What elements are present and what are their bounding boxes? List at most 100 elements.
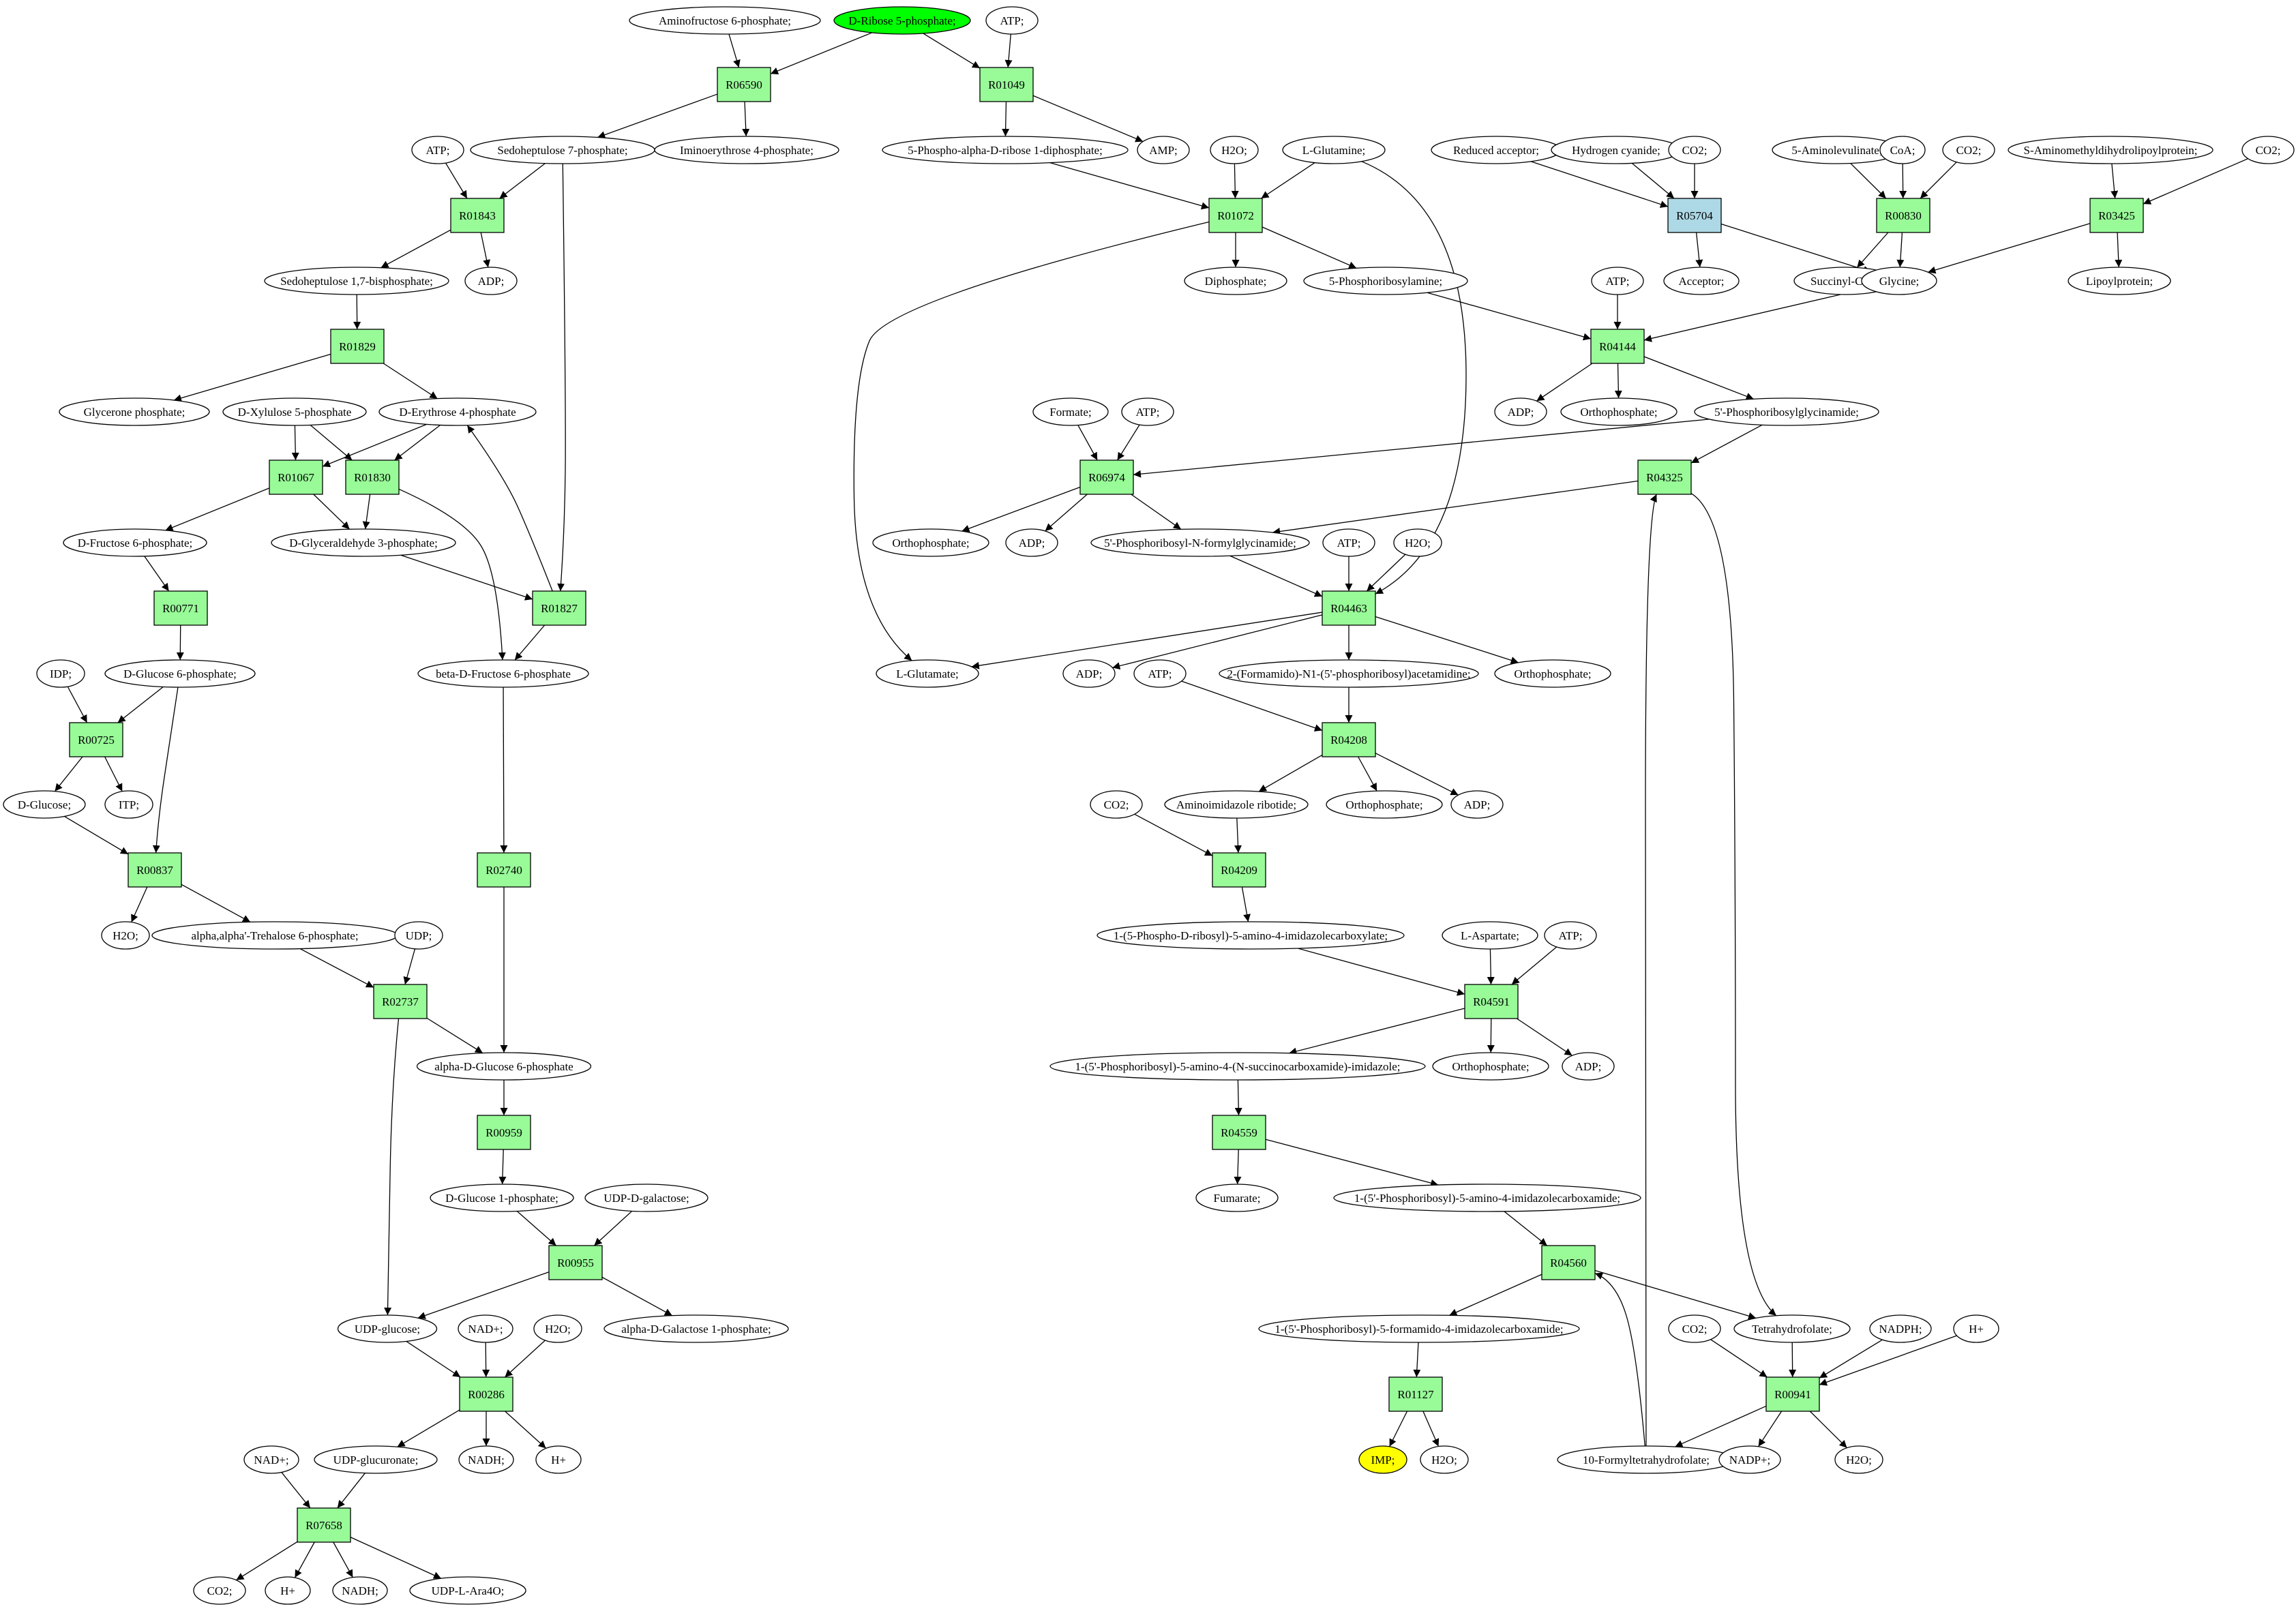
compound-lipoylprotein[interactable]: Lipoylprotein;: [2068, 267, 2171, 295]
reaction-r02737[interactable]: R02737: [373, 984, 428, 1019]
compound-orthophosphate_d[interactable]: Orthophosphate;: [1326, 790, 1443, 819]
compound-hplus_c[interactable]: H+: [1953, 1314, 1999, 1343]
compound-betadfructose6p[interactable]: beta-D-Fructose 6-phosphate: [417, 659, 589, 688]
compound-co2_e[interactable]: CO2;: [1090, 790, 1143, 819]
reaction-r04559[interactable]: R04559: [1212, 1115, 1266, 1150]
reaction-r01127[interactable]: R01127: [1388, 1376, 1443, 1412]
compound-h2o_c[interactable]: H2O;: [1210, 136, 1259, 164]
compound-reducedacceptor[interactable]: Reduced acceptor;: [1431, 136, 1562, 164]
reaction-r01072[interactable]: R01072: [1208, 198, 1263, 233]
compound-atp_g[interactable]: ATP;: [1544, 921, 1597, 950]
compound-co2_b[interactable]: CO2;: [1668, 136, 1721, 164]
compound-phosphoribosylamine[interactable]: 5-Phosphoribosylamine;: [1303, 267, 1468, 295]
compound-lglutamine[interactable]: L-Glutamine;: [1282, 136, 1386, 164]
compound-udp[interactable]: UDP;: [394, 921, 443, 950]
compound-cair[interactable]: 1-(5-Phospho-D-ribosyl)-5-amino-4-imidaz…: [1097, 921, 1405, 950]
compound-dfructose6p[interactable]: D-Fructose 6-phosphate;: [63, 528, 207, 557]
compound-hplus_b[interactable]: H+: [265, 1576, 311, 1605]
compound-atp_d[interactable]: ATP;: [1121, 397, 1174, 426]
compound-co2_d[interactable]: CO2;: [2241, 136, 2295, 164]
compound-aminomethyldihydrolipoylprotein[interactable]: S-Aminomethyldihydrolipoylprotein;: [2008, 136, 2213, 164]
compound-derythrose4p[interactable]: D-Erythrose 4-phosphate: [378, 397, 537, 426]
reaction-r01067[interactable]: R01067: [269, 460, 323, 495]
reaction-r06974[interactable]: R06974: [1079, 460, 1134, 495]
reaction-r04144[interactable]: R04144: [1590, 329, 1645, 364]
compound-aminofructose6p[interactable]: Aminofructose 6-phosphate;: [629, 6, 821, 35]
reaction-r01049[interactable]: R01049: [979, 67, 1034, 102]
compound-dribose5p[interactable]: D-Ribose 5-phosphate;: [833, 6, 971, 35]
compound-h2o_e[interactable]: H2O;: [1420, 1445, 1469, 1474]
compound-gar[interactable]: 5'-Phosphoribosylglycinamide;: [1694, 397, 1879, 426]
compound-hydrogencyanide[interactable]: Hydrogen cyanide;: [1551, 136, 1682, 164]
compound-sedoheptulose7p[interactable]: Sedoheptulose 7-phosphate;: [470, 136, 655, 164]
compound-aminolevulinate[interactable]: 5-Aminolevulinate;: [1772, 136, 1903, 164]
compound-h2o_d[interactable]: H2O;: [1393, 528, 1442, 557]
compound-itp[interactable]: ITP;: [104, 790, 153, 819]
compound-faicar[interactable]: 1-(5'-Phosphoribosyl)-5-formamido-4-imid…: [1258, 1314, 1580, 1343]
compound-adp_e[interactable]: ADP;: [1450, 790, 1504, 819]
compound-idp[interactable]: IDP;: [36, 659, 85, 688]
compound-udpgalactose[interactable]: UDP-D-galactose;: [584, 1184, 709, 1212]
compound-trehalose6p[interactable]: alpha,alpha'-Trehalose 6-phosphate;: [151, 921, 398, 950]
compound-amp[interactable]: AMP;: [1137, 136, 1190, 164]
reaction-r00286[interactable]: R00286: [459, 1376, 513, 1412]
reaction-r02740[interactable]: R02740: [477, 852, 531, 888]
compound-iminoerythrose4p[interactable]: Iminoerythrose 4-phosphate;: [654, 136, 839, 164]
compound-alphadglucose6p[interactable]: alpha-D-Glucose 6-phosphate: [416, 1052, 592, 1081]
compound-orthophosphate_c[interactable]: Orthophosphate;: [1494, 659, 1611, 688]
compound-imp[interactable]: IMP;: [1358, 1445, 1407, 1474]
compound-fgar[interactable]: 5'-Phosphoribosyl-N-formylglycinamide;: [1090, 528, 1310, 557]
reaction-r04463[interactable]: R04463: [1322, 590, 1376, 626]
compound-adp_b[interactable]: ADP;: [1494, 397, 1547, 426]
compound-adp_c[interactable]: ADP;: [1005, 528, 1058, 557]
compound-fumarate[interactable]: Fumarate;: [1195, 1184, 1279, 1212]
compound-atp_f[interactable]: ATP;: [1133, 659, 1187, 688]
compound-diphosphate[interactable]: Diphosphate;: [1184, 267, 1287, 295]
compound-co2_f[interactable]: CO2;: [1668, 1314, 1721, 1343]
compound-formate[interactable]: Formate;: [1032, 397, 1109, 426]
compound-coa[interactable]: CoA;: [1879, 136, 1926, 164]
reaction-r00941[interactable]: R00941: [1765, 1376, 1820, 1412]
reaction-r00955[interactable]: R00955: [548, 1245, 603, 1280]
compound-hplus_a[interactable]: H+: [535, 1445, 582, 1474]
compound-dxylulose5p[interactable]: D-Xylulose 5-phosphate: [222, 397, 367, 426]
compound-atp_c[interactable]: ATP;: [1591, 267, 1644, 295]
reaction-r01827[interactable]: R01827: [532, 590, 586, 626]
compound-h2o_f[interactable]: H2O;: [1834, 1445, 1883, 1474]
reaction-r06590[interactable]: R06590: [717, 67, 771, 102]
compound-lglutamate[interactable]: L-Glutamate;: [876, 659, 979, 688]
reaction-r01830[interactable]: R01830: [345, 460, 400, 495]
compound-dglucose6p[interactable]: D-Glucose 6-phosphate;: [104, 659, 256, 688]
compound-atp_e[interactable]: ATP;: [1322, 528, 1375, 557]
compound-co2_a[interactable]: CO2;: [193, 1576, 246, 1605]
reaction-r05704[interactable]: R05704: [1667, 198, 1722, 233]
compound-nadh_b[interactable]: NADH;: [332, 1576, 388, 1605]
compound-glycerone_p[interactable]: Glycerone phosphate;: [59, 397, 210, 426]
compound-nadph[interactable]: NADPH;: [1869, 1314, 1932, 1343]
reaction-r04208[interactable]: R04208: [1322, 722, 1376, 757]
compound-laspartate[interactable]: L-Aspartate;: [1442, 921, 1538, 950]
reaction-r04560[interactable]: R04560: [1541, 1245, 1596, 1280]
compound-nadplus_b[interactable]: NAD+;: [243, 1445, 299, 1474]
compound-dglucose[interactable]: D-Glucose;: [3, 790, 86, 819]
compound-saicar[interactable]: 1-(5'-Phosphoribosyl)-5-amino-4-(N-succi…: [1049, 1052, 1426, 1081]
compound-fgam[interactable]: 2-(Formamido)-N1-(5'-phosphoribosyl)acet…: [1219, 659, 1479, 688]
reaction-r00830[interactable]: R00830: [1876, 198, 1930, 233]
compound-galactose1p[interactable]: alpha-D-Galactose 1-phosphate;: [603, 1314, 789, 1343]
compound-aicar[interactable]: 1-(5'-Phosphoribosyl)-5-amino-4-imidazol…: [1333, 1184, 1641, 1212]
compound-formylthf[interactable]: 10-Formyltetrahydrofolate;: [1557, 1445, 1735, 1474]
reaction-r07658[interactable]: R07658: [297, 1507, 351, 1543]
compound-sedoheptulose17bp[interactable]: Sedoheptulose 1,7-bisphosphate;: [264, 267, 449, 295]
compound-thf[interactable]: Tetrahydrofolate;: [1733, 1314, 1851, 1343]
compound-udpglucuronate[interactable]: UDP-glucuronate;: [314, 1445, 438, 1474]
compound-atp_b[interactable]: ATP;: [411, 136, 464, 164]
compound-air[interactable]: Aminoimidazole ribotide;: [1164, 790, 1309, 819]
reaction-r01829[interactable]: R01829: [330, 329, 385, 364]
compound-glycine[interactable]: Glycine;: [1861, 267, 1937, 295]
compound-dglucose1p[interactable]: D-Glucose 1-phosphate;: [430, 1184, 574, 1212]
reaction-r00725[interactable]: R00725: [69, 722, 123, 757]
reaction-r00771[interactable]: R00771: [153, 590, 208, 626]
reaction-r04325[interactable]: R04325: [1637, 460, 1692, 495]
reaction-r01843[interactable]: R01843: [450, 198, 505, 233]
reaction-r04591[interactable]: R04591: [1464, 984, 1519, 1019]
